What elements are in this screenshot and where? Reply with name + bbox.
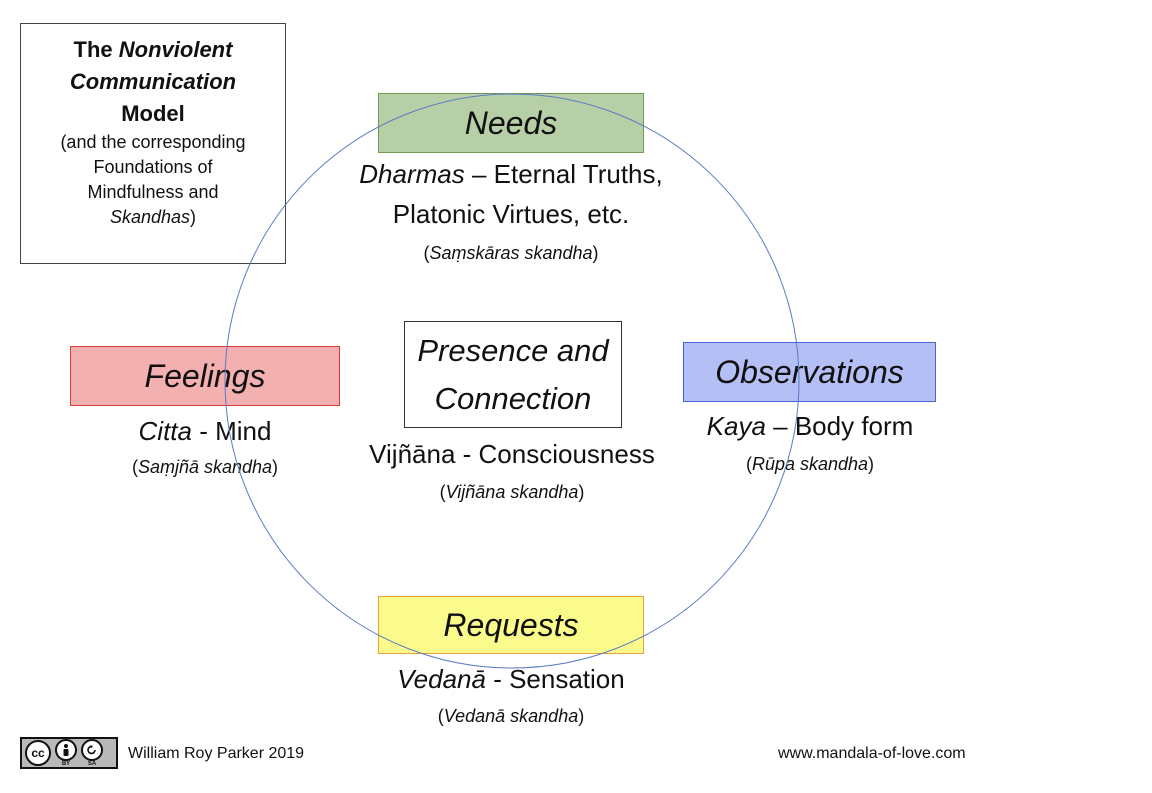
paren-open: ( — [131, 457, 138, 477]
center-line-2: Connection — [434, 380, 592, 416]
requests-box: Requests — [378, 596, 644, 654]
feelings-term-desc: - Mind — [192, 416, 272, 446]
person-glyph — [63, 744, 69, 756]
title-sub-1: (and the corresponding — [60, 132, 246, 152]
requests-skandha: (Vedanā skandha) — [330, 704, 692, 728]
cc-by-sa-badge: cc BY SA — [20, 737, 118, 769]
by-label: BY — [61, 761, 71, 767]
center-skandha-name: Vijñāna skandha — [445, 482, 579, 502]
requests-term-desc: - Sensation — [485, 664, 625, 694]
person-icon — [55, 739, 77, 761]
title-paren-close: ) — [190, 207, 197, 227]
needs-skandha: (Saṃskāras skandha) — [320, 241, 702, 265]
paren-close: ) — [592, 243, 599, 263]
title-sub-4: Skandhas) — [21, 205, 285, 230]
feelings-skandha: (Saṃjñā skandha) — [70, 455, 340, 479]
needs-skandha-name: Saṃskāras skandha — [429, 243, 593, 263]
requests-term-vedana: Vedanā — [397, 664, 486, 694]
observations-term-kaya: Kaya — [706, 411, 766, 441]
title-line-2: Communication — [69, 69, 237, 94]
paren-close: ) — [578, 482, 585, 502]
title-word-nonviolent: Nonviolent — [118, 37, 233, 62]
paren-open: ( — [437, 706, 444, 726]
needs-caption-line-1: Dharmas – Eternal Truths, — [320, 159, 702, 189]
observations-skandha-name: Rūpa skandha — [751, 454, 869, 474]
needs-box: Needs — [378, 93, 644, 153]
sa-group: SA — [81, 739, 103, 767]
website-link[interactable]: www.mandala-of-love.com — [778, 745, 966, 762]
observations-caption: Kaya – Body form — [672, 411, 948, 441]
observations-skandha: (Rūpa skandha) — [672, 452, 948, 476]
title-line-3: Model — [121, 101, 185, 126]
title-sub-3: Mindfulness and — [87, 182, 219, 202]
title-word-skandhas: Skandhas — [109, 207, 191, 227]
observations-box: Observations — [683, 342, 936, 402]
author-credit: William Roy Parker 2019 — [128, 745, 305, 762]
paren-close: ) — [868, 454, 875, 474]
presence-connection-box: Presence and Connection — [404, 321, 622, 428]
sa-label: SA — [87, 761, 97, 767]
feelings-term-citta: Citta — [138, 416, 192, 446]
center-skandha: (Vijñāna skandha) — [340, 480, 684, 504]
by-group: BY — [55, 739, 77, 767]
requests-skandha-name: Vedanā skandha — [443, 706, 579, 726]
share-alike-icon — [81, 739, 103, 761]
observations-term-desc: – Body form — [765, 411, 914, 441]
center-caption: Vijñāna - Consciousness — [369, 439, 655, 469]
title-box: The Nonviolent Communication Model (and … — [20, 23, 286, 264]
share-alike-glyph — [87, 745, 96, 755]
needs-term-desc: – Eternal Truths, — [464, 159, 663, 189]
center-line-1: Presence and — [417, 332, 609, 368]
title-sub-2: Foundations of — [93, 157, 213, 177]
paren-close: ) — [578, 706, 585, 726]
feelings-box: Feelings — [70, 346, 340, 406]
feelings-caption: Citta - Mind — [70, 416, 340, 446]
feelings-skandha-name: Saṃjñā skandha — [137, 457, 273, 477]
title-word-the: The — [73, 37, 119, 62]
paren-close: ) — [272, 457, 279, 477]
title-line-1: The Nonviolent — [21, 34, 285, 66]
requests-caption: Vedanā - Sensation — [330, 664, 692, 694]
needs-caption-line-2: Platonic Virtues, etc. — [392, 199, 630, 229]
cc-icon: cc — [25, 740, 51, 766]
needs-term-dharmas: Dharmas — [359, 159, 465, 189]
